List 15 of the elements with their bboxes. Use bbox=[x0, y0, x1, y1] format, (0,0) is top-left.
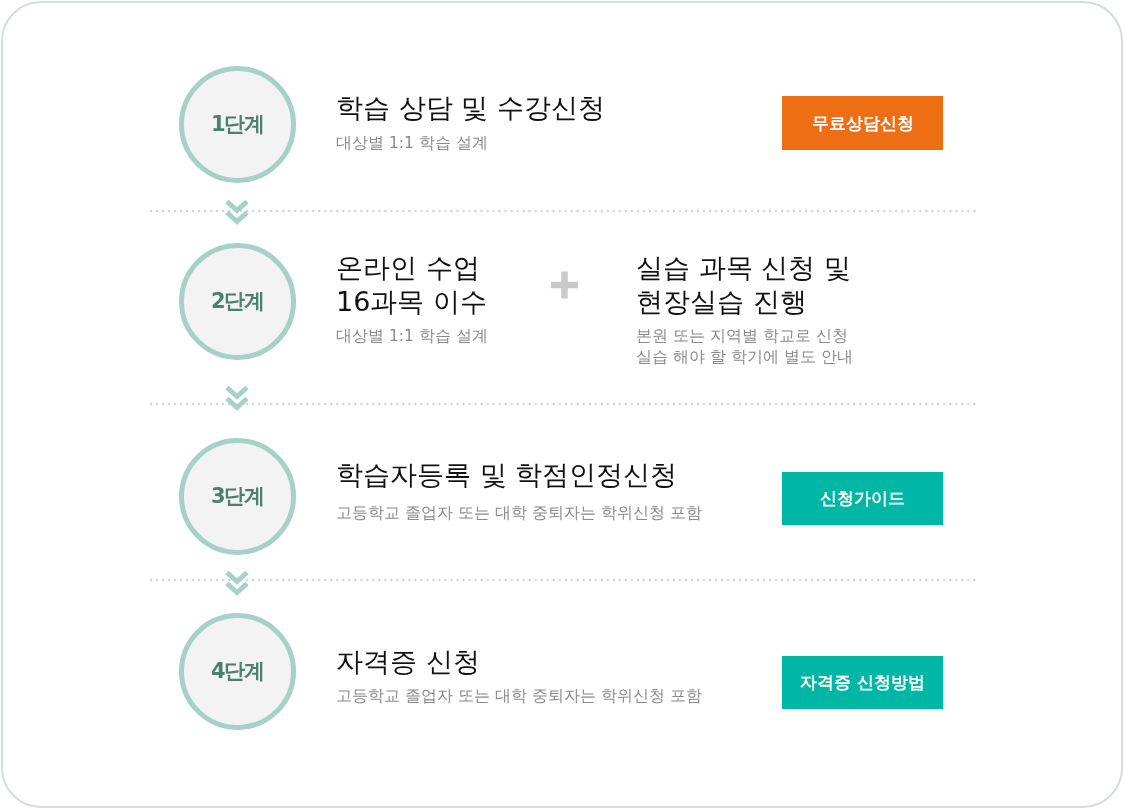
step-title: 실습 과목 신청 및 현장실습 진행 bbox=[636, 252, 851, 317]
double-chevron-arrow bbox=[224, 570, 250, 596]
step-description: 고등학교 졸업자 또는 대학 중퇴자는 학위신청 포함 bbox=[336, 504, 702, 522]
step-description: 대상별 1:1 학습 설계 bbox=[336, 134, 488, 152]
step-title: 학습 상담 및 수강신청 bbox=[336, 92, 605, 123]
double-chevron-arrow bbox=[224, 199, 250, 225]
double-chevron-arrow bbox=[224, 385, 250, 411]
step-description: 고등학교 졸업자 또는 대학 중퇴자는 학위신청 포함 bbox=[336, 687, 702, 705]
action-button: 신청가이드 bbox=[782, 472, 943, 525]
action-button: 자격증 신청방법 bbox=[782, 656, 943, 709]
step-title: 온라인 수업 16과목 이수 bbox=[336, 252, 487, 317]
step-description: 본원 또는 지역별 학교로 신청 실습 해야 할 학기에 별도 안내 bbox=[636, 327, 853, 366]
step-title: 학습자등록 및 학점인정신청 bbox=[336, 459, 678, 490]
step-title: 자격증 신청 bbox=[336, 646, 480, 677]
action-button: 무료상담신청 bbox=[782, 96, 943, 150]
